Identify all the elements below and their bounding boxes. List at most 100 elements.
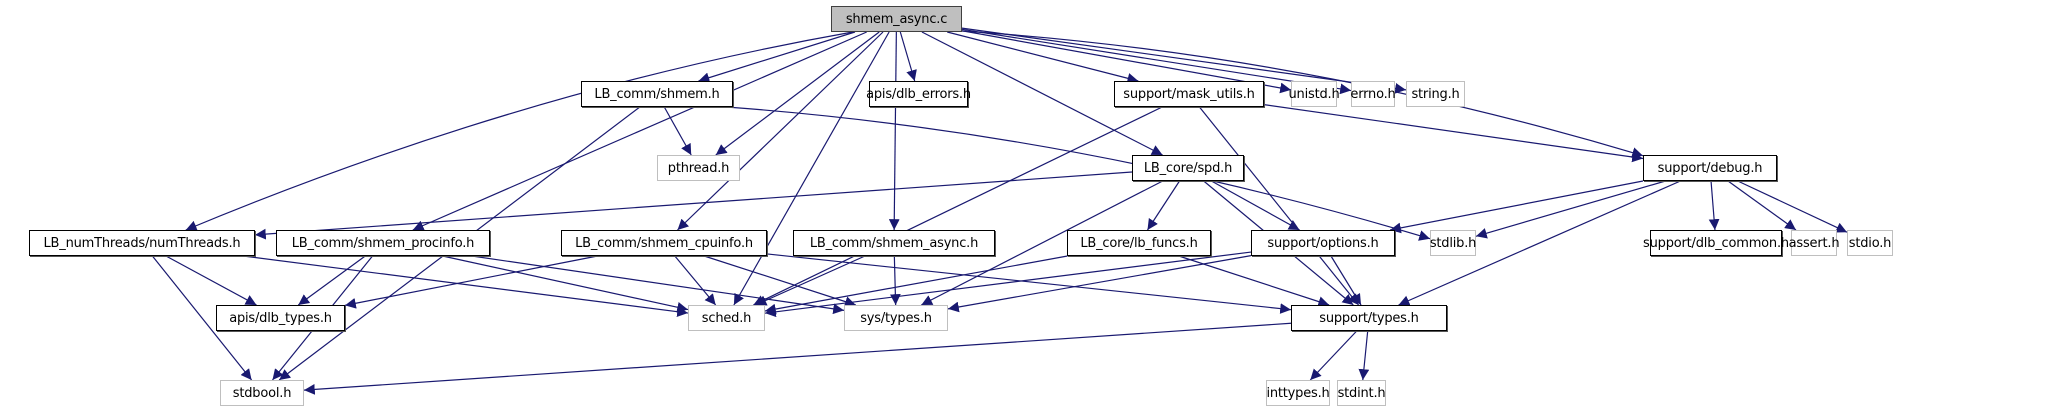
edge-options-to-systypes (947, 255, 1252, 313)
node-cpuinfo[interactable]: LB_comm/shmem_cpuinfo.h (561, 230, 767, 256)
edge-root-to-string (961, 27, 1407, 94)
node-stdint[interactable]: stdint.h (1337, 380, 1386, 406)
node-pthread[interactable]: pthread.h (657, 155, 740, 181)
node-stdio[interactable]: stdio.h (1847, 230, 1893, 256)
edge-root-to-errno (961, 28, 1352, 95)
node-label: stdbool.h (232, 385, 292, 401)
edge-root-to-cpuinfo (677, 31, 884, 231)
edge-spd-to-systypes (921, 180, 1163, 306)
node-label: apis/dlb_types.h (229, 310, 332, 326)
edge-debug-to-stdio (1737, 180, 1848, 233)
node-systypes[interactable]: sys/types.h (844, 305, 948, 331)
edge-cpuinfo-to-sched (674, 255, 717, 306)
edge-lbfuncs-to-suptypes (1178, 255, 1330, 307)
edge-lbshmem-to-pthread (663, 106, 692, 156)
edge-suptypes-to-stdbool (303, 322, 1292, 395)
node-label: LB_comm/shmem_procinfo.h (291, 235, 475, 251)
edge-numthreads-to-dlbtypes (165, 255, 257, 306)
edge-procinfo-to-sched (442, 255, 689, 313)
edge-root-to-numthreads (185, 31, 853, 231)
node-stdlib[interactable]: stdlib.h (1430, 230, 1476, 256)
node-lbshmem[interactable]: LB_comm/shmem.h (581, 81, 733, 107)
edge-debug-to-suptypes (1398, 180, 1681, 306)
node-string[interactable]: string.h (1406, 81, 1465, 107)
node-label: pthread.h (667, 160, 730, 176)
node-label: support/dlb_common.h (1643, 235, 1789, 251)
edge-root-to-procinfo (412, 31, 867, 231)
node-debug[interactable]: support/debug.h (1643, 155, 1777, 181)
node-label: inttypes.h (1266, 385, 1330, 401)
node-procinfo[interactable]: LB_comm/shmem_procinfo.h (276, 230, 490, 256)
node-label: support/types.h (1319, 310, 1419, 326)
node-label: apis/dlb_errors.h (866, 86, 971, 102)
node-stdbool[interactable]: stdbool.h (220, 380, 304, 406)
edge-root-to-unistd (961, 30, 1292, 94)
edge-root-to-errors (899, 31, 917, 82)
node-label: LB_core/spd.h (1143, 160, 1233, 176)
edge-root-to-spd (921, 31, 1163, 156)
edge-shasync-to-systypes (889, 255, 901, 306)
edge-suptypes-to-inttypes (1309, 330, 1358, 381)
edge-procinfo-to-dlbtypes (297, 255, 366, 306)
edge-shasync-to-sched (755, 255, 866, 306)
node-root[interactable]: shmem_async.c (831, 6, 962, 32)
node-label: LB_numThreads/numThreads.h (43, 235, 241, 251)
node-label: LB_core/lb_funcs.h (1080, 235, 1198, 251)
node-shasync[interactable]: LB_comm/shmem_async.h (793, 230, 995, 256)
node-suptypes[interactable]: support/types.h (1291, 305, 1447, 331)
edge-numthreads-to-sched (243, 255, 689, 318)
node-label: stdio.h (1848, 235, 1892, 251)
edge-spd-to-options (1211, 180, 1300, 231)
edge-debug-to-assert (1727, 180, 1797, 231)
node-assert[interactable]: assert.h (1788, 230, 1840, 256)
edge-debug-to-options (1389, 180, 1644, 234)
edge-root-to-shasync (888, 31, 900, 231)
edge-procinfo-to-systypes (471, 255, 845, 315)
node-mask[interactable]: support/mask_utils.h (1114, 81, 1264, 107)
node-label: shmem_async.c (845, 11, 948, 27)
node-label: LB_comm/shmem_cpuinfo.h (575, 235, 753, 251)
edge-lbshmem-to-stdlib (726, 106, 1431, 241)
node-label: assert.h (1788, 235, 1840, 251)
node-errors[interactable]: apis/dlb_errors.h (866, 81, 971, 107)
edge-mask-to-debug (1263, 104, 1644, 163)
node-label: LB_comm/shmem_async.h (809, 235, 979, 251)
node-unistd[interactable]: unistd.h (1288, 81, 1340, 107)
node-numthreads[interactable]: LB_numThreads/numThreads.h (29, 230, 255, 256)
node-label: sched.h (701, 310, 752, 326)
node-sched[interactable]: sched.h (688, 305, 765, 331)
edge-mask-to-sched (753, 106, 1163, 306)
node-dlbtypes[interactable]: apis/dlb_types.h (216, 305, 345, 331)
node-label: stdlib.h (1429, 235, 1477, 251)
edge-lbfuncs-to-sched (764, 255, 1068, 315)
node-label: support/mask_utils.h (1123, 86, 1255, 102)
node-label: LB_comm/shmem.h (594, 86, 720, 102)
node-spd[interactable]: LB_core/spd.h (1132, 155, 1244, 181)
node-options[interactable]: support/options.h (1251, 230, 1395, 256)
edge-suptypes-to-stdint (1358, 330, 1370, 381)
edge-spd-to-numthreads (254, 171, 1133, 240)
edge-options-to-sched (764, 251, 1252, 318)
edge-mask-to-suptypes (1198, 106, 1360, 306)
edge-root-to-sched (733, 31, 890, 306)
node-label: support/debug.h (1657, 160, 1763, 176)
node-errno[interactable]: errno.h (1350, 81, 1396, 107)
node-dlbcommon[interactable]: support/dlb_common.h (1643, 230, 1789, 256)
node-label: unistd.h (1288, 86, 1340, 102)
edge-options-to-suptypes (1330, 255, 1362, 306)
node-label: support/options.h (1267, 235, 1379, 251)
edge-root-to-pthread (715, 31, 880, 156)
node-label: string.h (1411, 86, 1460, 102)
edge-debug-to-dlbcommon (1708, 180, 1720, 231)
edge-debug-to-stdlib (1475, 180, 1666, 239)
edge-spd-to-lbfuncs (1146, 180, 1181, 231)
edge-root-to-mask (947, 31, 1139, 84)
edge-cpuinfo-to-suptypes (766, 253, 1292, 314)
edge-root-to-lbshmem (698, 31, 856, 83)
edge-cpuinfo-to-dlbtypes (344, 255, 598, 309)
node-lbfuncs[interactable]: LB_core/lb_funcs.h (1067, 230, 1211, 256)
node-inttypes[interactable]: inttypes.h (1266, 380, 1330, 406)
edge-root-to-debug (961, 30, 1644, 158)
node-label: stdint.h (1337, 385, 1386, 401)
